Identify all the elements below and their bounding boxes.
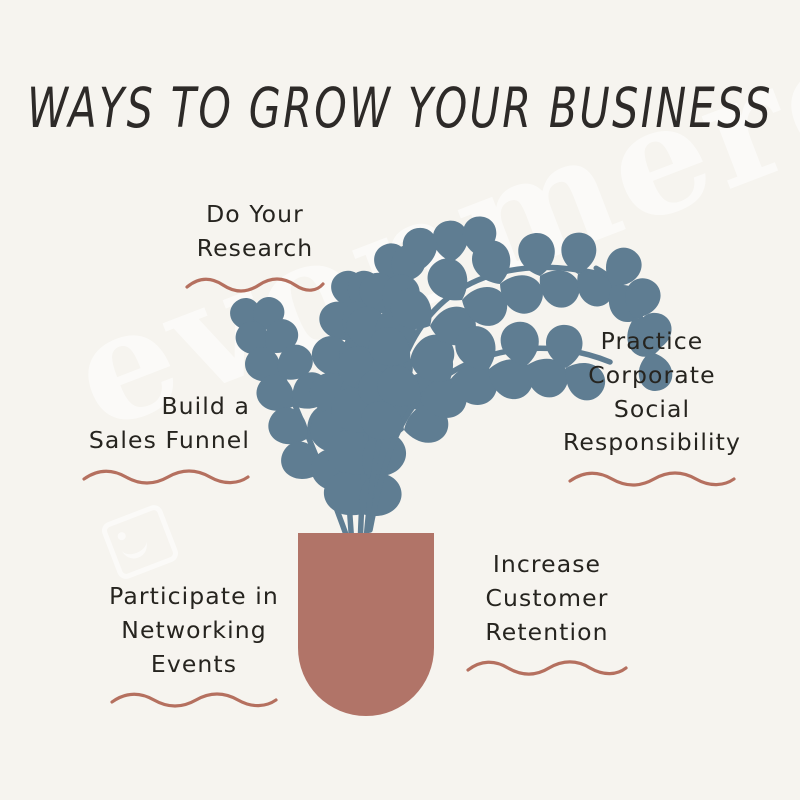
- squiggle-underline-retention: [466, 660, 628, 677]
- tip-label: Practice Corporate Social Responsibility: [563, 327, 741, 457]
- tip-label: Participate in Networking Events: [109, 582, 279, 678]
- page-title: WAYS TO GROW YOUR BUSINESS: [27, 77, 773, 141]
- tip-label: Do Your Research: [196, 200, 314, 262]
- tip-increase-customer-retention: Increase Customer Retention: [452, 548, 642, 677]
- tip-label: Build a Sales Funnel: [88, 392, 250, 454]
- tip-participate-in-networking-events: Participate in Networking Events: [96, 580, 292, 709]
- plant-pot: [298, 533, 434, 716]
- squiggle-underline-networking: [110, 692, 278, 709]
- branch-right-arch: [355, 317, 613, 533]
- branch-right-tip: [593, 241, 676, 395]
- squiggle-underline-funnel: [82, 469, 250, 485]
- branch-upper-arch: [351, 230, 622, 543]
- squiggle-underline-research: [185, 277, 325, 293]
- tip-label: Increase Customer Retention: [485, 550, 609, 646]
- tip-do-your-research: Do Your Research: [160, 198, 350, 294]
- squiggle-underline-csr: [568, 471, 736, 487]
- plant-foliage: [224, 215, 676, 551]
- tip-practice-corporate-social-responsibility: Practice Corporate Social Responsibility: [552, 325, 752, 488]
- tip-build-a-sales-funnel: Build a Sales Funnel: [58, 390, 250, 486]
